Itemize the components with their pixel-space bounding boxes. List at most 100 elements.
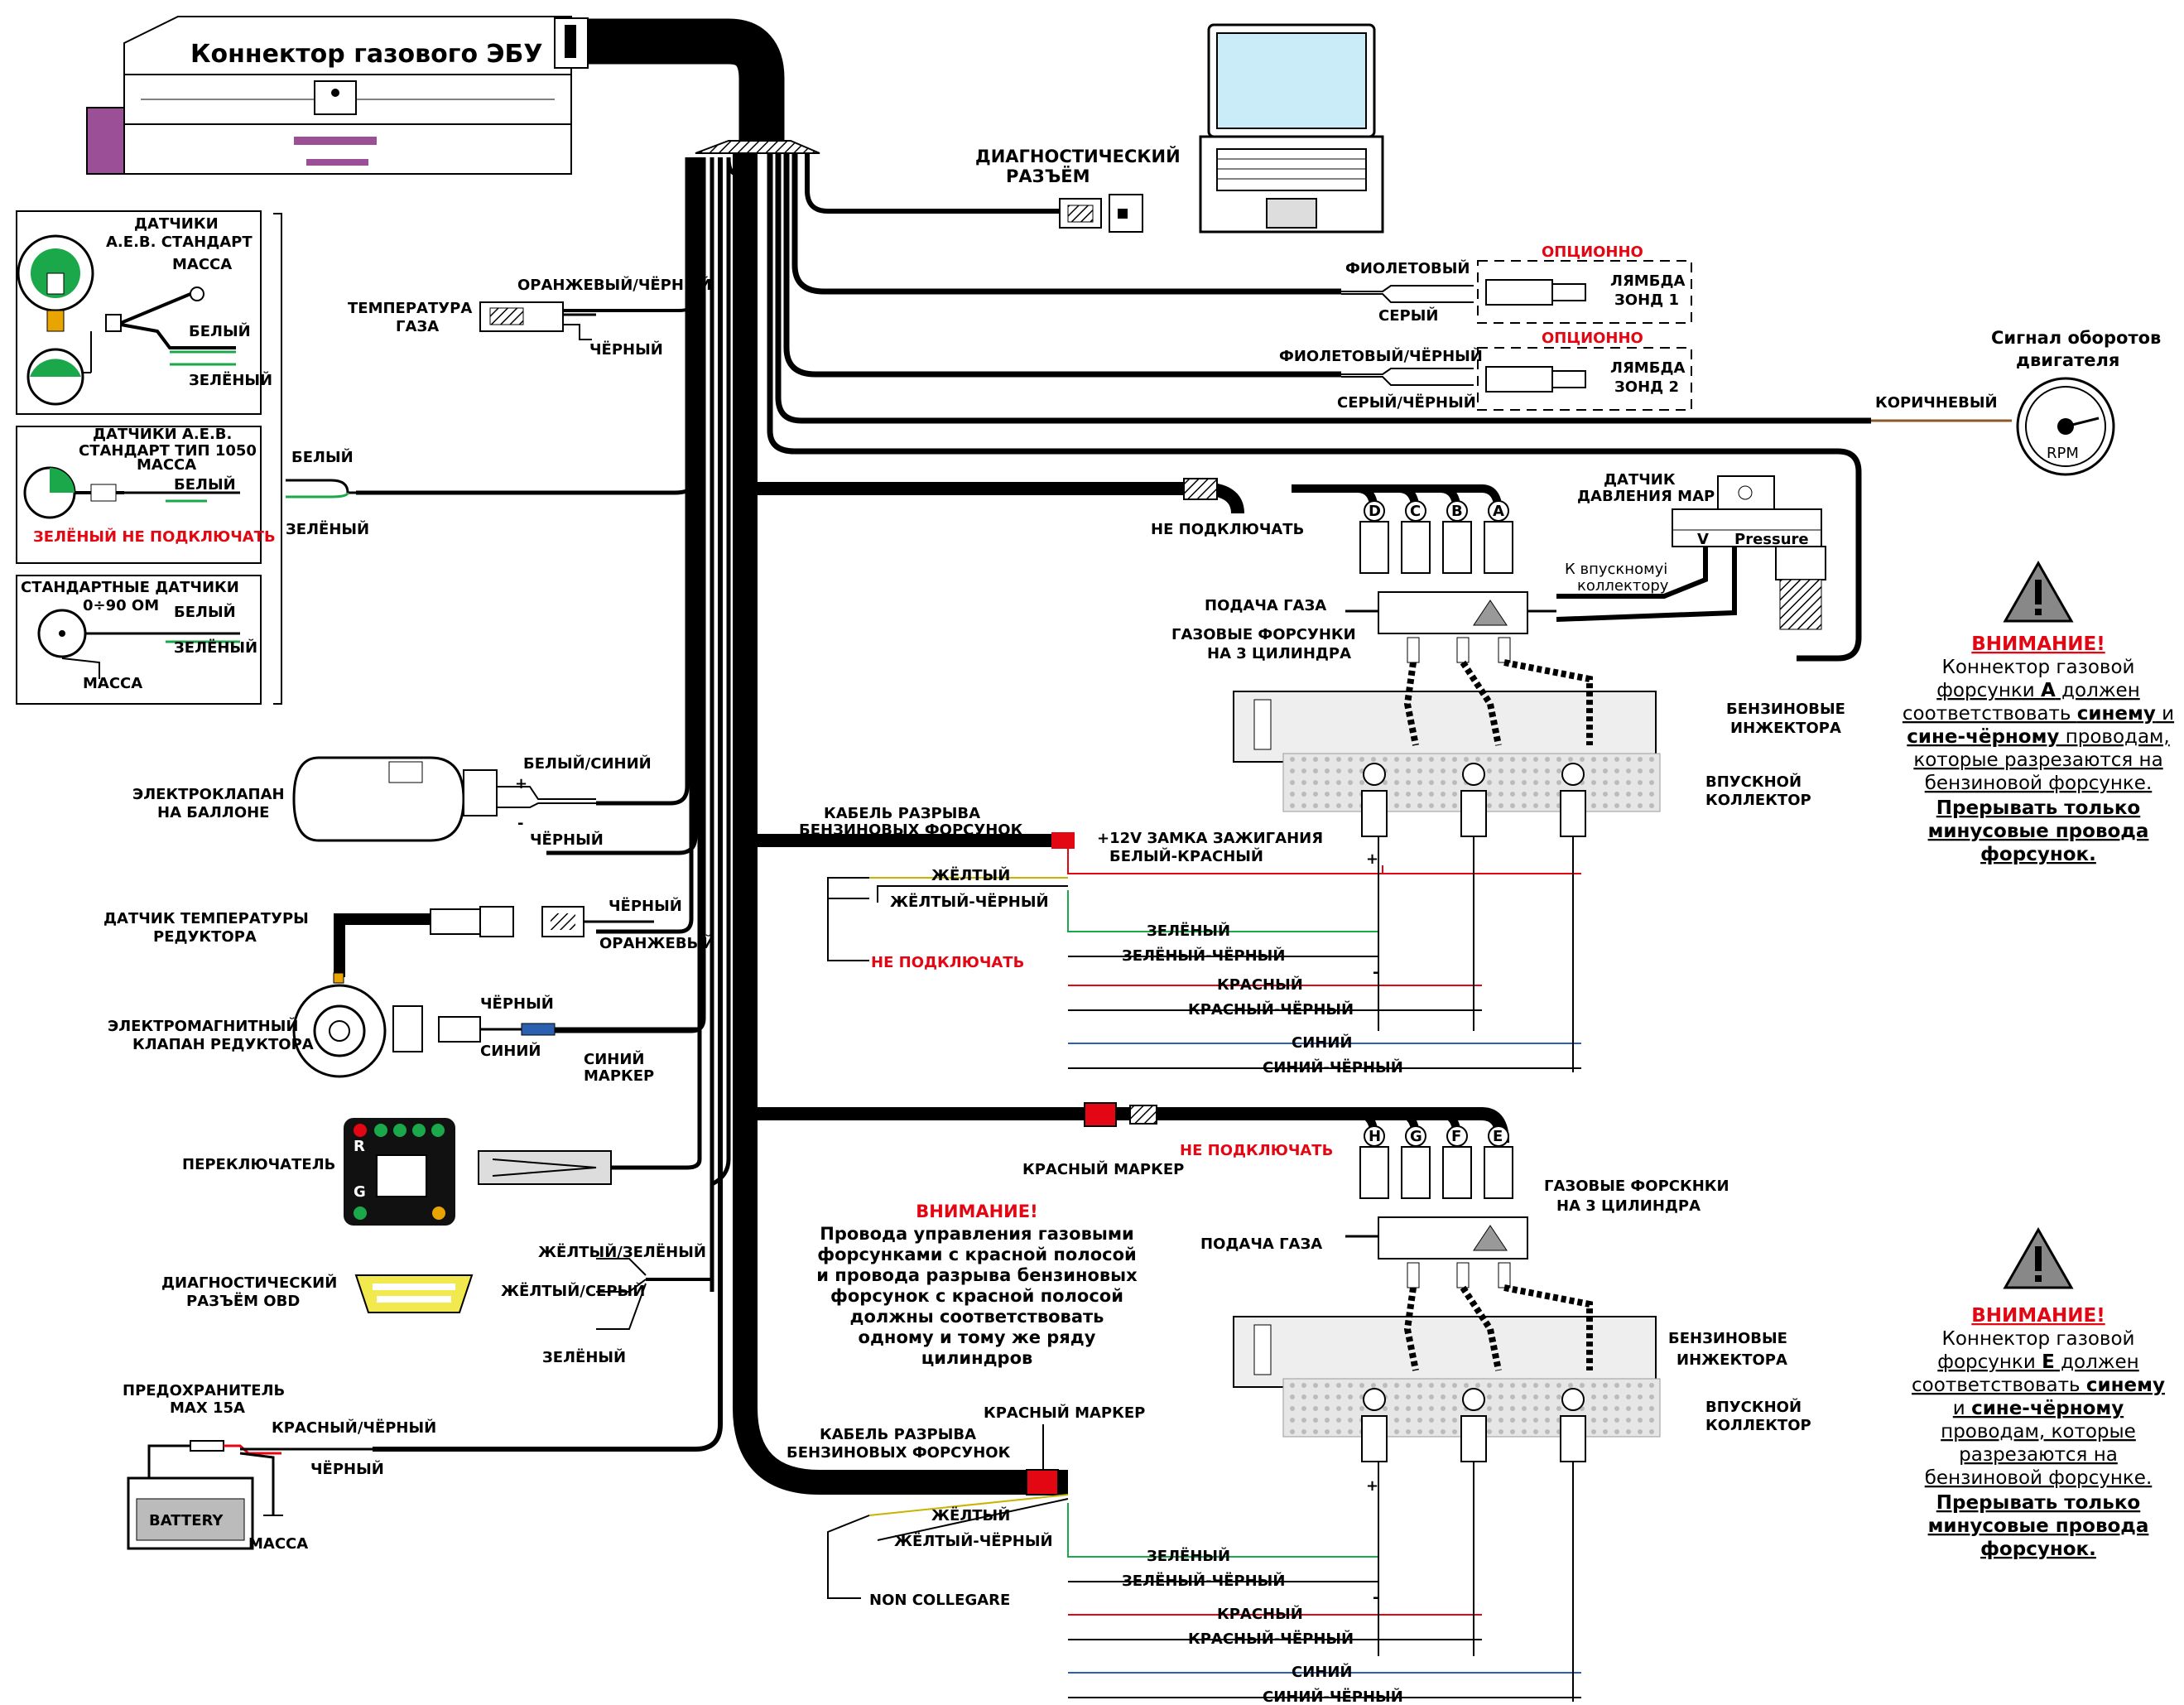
reducer-marker-1: СИНИЙ: [584, 1050, 644, 1068]
svg-text:форсунки A должен: форсунки A должен: [1936, 680, 2140, 701]
sensors-1050-title-1: ДАТЧИКИ А.Е.В.: [93, 426, 232, 443]
svg-text:сине-чёрному проводам,: сине-чёрному проводам,: [1907, 726, 2169, 748]
reducer-temp-title-2: РЕДУКТОРА: [153, 928, 257, 946]
bank2-letter-e: E: [1493, 1128, 1503, 1145]
switch-r: R: [354, 1138, 365, 1155]
fuel-switch: R G ПЕРЕКЛЮЧАТЕЛЬ: [182, 1118, 679, 1226]
warning-panel-2: ВНИМАНИЕ! Коннектор газовой форсунки E д…: [1912, 1226, 2165, 1560]
bank1-wire-4: КРАСНЫЙ: [1217, 975, 1303, 994]
map-to-manifold-2: коллектору: [1577, 577, 1669, 595]
warn2-l6: разрезаются на: [1959, 1444, 2118, 1466]
reducer: ДАТЧИК ТЕМПЕРАТУРЫ РЕДУКТОРА ЧЁРНЫЙ ОРАН…: [103, 897, 714, 1085]
bank1-wire-0: ЖЁЛТЫЙ: [931, 866, 1010, 884]
warn2-l2b: E: [2042, 1351, 2055, 1373]
tank-valve: ЭЛЕКТРОКЛАПАН НА БАЛЛОНЕ БЕЛЫЙ/СИНИЙ ЧЁР…: [132, 754, 652, 849]
bank2-wire-3: ЗЕЛЁНЫЙ-ЧЁРНЫЙ: [1122, 1572, 1285, 1590]
warn2-l1: Коннектор газовой: [1942, 1328, 2135, 1350]
bank2-cable-2: БЕНЗИНОВЫХ ФОРСУНОК: [787, 1444, 1011, 1462]
warn2-l8: Прерывать только: [1936, 1492, 2140, 1514]
svg-text:соответствовать синему и: соответствовать синему и: [1903, 703, 2174, 725]
reducer-valve-wire-1: ЧЁРНЫЙ: [480, 995, 554, 1013]
gas-temp-wire-2: ЧЁРНЫЙ: [589, 340, 663, 359]
sensors-aeb-massa: МАССА: [172, 256, 232, 273]
injector-bank-2: H G F E КРАСНЫЙ МАРКЕР НЕ ПОДКЛЮЧАТЬ ПОД…: [787, 1102, 1811, 1705]
bank2-letter-f: F: [1451, 1128, 1461, 1145]
lambda2-wire-1: ФИОЛЕТОВЫЙ/ЧЁРНЫЙ: [1279, 347, 1483, 365]
warning-panel-1: ВНИМАНИЕ! Коннектор газовой форсунки A д…: [1903, 560, 2174, 865]
bank1-plus: +: [1366, 850, 1378, 868]
reducer-marker-2: МАРКЕР: [584, 1067, 654, 1085]
bank2-wire-6: СИНИЙ: [1292, 1663, 1352, 1681]
bank1-letter-b: B: [1451, 503, 1463, 520]
warn1-l5: которые разрезаются на: [1913, 749, 2162, 771]
bank1-manifold-1: ВПУСКНОЙ: [1705, 773, 1802, 791]
battery-label: BATTERY: [149, 1512, 224, 1529]
lambda1-label-1: ЛЯМБДА: [1610, 272, 1685, 290]
center-warning: ВНИМАНИЕ! Провода управления газовыми фо…: [816, 1202, 1138, 1368]
bank2-gas-feed: ПОДАЧА ГАЗА: [1200, 1235, 1322, 1253]
bank1-cable-1: КАБЕЛЬ РАЗРЫВА: [824, 805, 980, 822]
sensors-aeb-white: БЕЛЫЙ: [189, 322, 251, 340]
sensors-std-green: ЗЕЛЁНЫЙ: [174, 638, 257, 657]
bank2-injectors-1: ГАЗОВЫЕ ФОРСКНКИ: [1544, 1178, 1729, 1195]
bank2-cable-1: КАБЕЛЬ РАЗРЫВА: [820, 1426, 976, 1443]
bank1-ign-wire: БЕЛЫЙ-КРАСНЫЙ: [1109, 847, 1263, 865]
center-warning-line-5: должны соответствовать: [850, 1307, 1104, 1327]
level-sensors: ДАТЧИКИ А.Е.В. СТАНДАРТ МАССА БЕЛЫЙ ЗЕЛЁ…: [16, 210, 369, 705]
diagnostic-connector: ДИАГНОСТИЧЕСКИЙ РАЗЪЁМ: [975, 146, 1181, 233]
level-wire-white: БЕЛЫЙ: [291, 448, 354, 466]
svg-text:форсунки E должен: форсунки E должен: [1937, 1351, 2138, 1373]
reducer-temp-title-1: ДАТЧИК ТЕМПЕРАТУРЫ: [103, 910, 309, 927]
warn1-l9: форсунок.: [1980, 844, 2096, 865]
sensors-1050-white: БЕЛЫЙ: [174, 475, 236, 494]
fuse-title-2: MAX 15A: [170, 1399, 245, 1417]
main-harness: [356, 18, 1871, 1495]
bank1-cable-2: БЕНЗИНОВЫХ ФОРСУНОК: [799, 821, 1023, 839]
gas-temp-title-1: ТЕМПЕРАТУРА: [348, 300, 472, 317]
warn1-l2a: форсунки: [1936, 680, 2041, 701]
gas-temp-sensor: ТЕМПЕРАТУРА ГАЗА ОРАНЖЕВЫЙ/ЧЁРНЫЙ ЧЁРНЫЙ: [348, 276, 712, 359]
sensors-std-title-1: СТАНДАРТНЫЕ ДАТЧИКИ: [21, 579, 239, 596]
center-warning-line-1: Провода управления газовыми: [820, 1224, 1133, 1244]
warn1-l4a: сине-чёрному: [1907, 726, 2059, 748]
bank1-petrol-2: ИНЖЕКТОРА: [1730, 720, 1841, 737]
center-warning-title: ВНИМАНИЕ!: [916, 1202, 1037, 1221]
bank2-letter-g: G: [1410, 1128, 1422, 1145]
bank1-letter-a: A: [1493, 503, 1504, 520]
warn2-l3a: соответствовать: [1912, 1375, 2086, 1396]
rpm-title-2: двигателя: [2016, 350, 2119, 370]
lambda1-optional: ОПЦИОННО: [1542, 243, 1643, 261]
center-warning-line-6: одному и тому же ряду: [859, 1327, 1096, 1347]
bank1-wire-7: СИНИЙ-ЧЁРНЫЙ: [1263, 1058, 1403, 1076]
rpm-dial: RPM: [2047, 445, 2079, 462]
bank2-injectors-2: НА 3 ЦИЛИНДРА: [1556, 1197, 1701, 1215]
sensors-std-massa: МАССА: [83, 675, 142, 692]
tank-valve-plus: +: [515, 775, 527, 792]
bank2-wire-0: ЖЁЛТЫЙ: [931, 1506, 1010, 1524]
lambda-sensors: ОПЦИОННО ФИОЛЕТОВЫЙ СЕРЫЙ ЛЯМБДА ЗОНД 1 …: [1279, 243, 1692, 412]
bank1-not-connect: НЕ ПОДКЛЮЧАТЬ: [1151, 521, 1304, 538]
bank2-manifold-1: ВПУСКНОЙ: [1705, 1398, 1802, 1416]
bank1-nc: НЕ ПОДКЛЮЧАТЬ: [871, 954, 1024, 971]
bank1-letter-c: C: [1410, 503, 1421, 520]
center-warning-line-3: и провода разрыва бензиновых: [816, 1265, 1138, 1285]
bank1-wire-3: ЗЕЛЁНЫЙ-ЧЁРНЫЙ: [1122, 946, 1285, 965]
map-title-2: ДАВЛЕНИЯ MAP: [1577, 488, 1715, 505]
injector-bank-1: D C B A НЕ ПОДКЛЮЧАТЬ ПОДАЧА ГАЗА ГАЗОВЫ…: [799, 478, 1845, 1076]
bank1-minus: -: [1373, 964, 1378, 981]
warn1-l7: Прерывать только: [1936, 797, 2140, 819]
map-sensor: V Pressure ДАТЧИК ДАВЛЕНИЯ MAP К впускно…: [1556, 471, 1826, 630]
diagnostic-connector-label-1: ДИАГНОСТИЧЕСКИЙ: [975, 146, 1181, 166]
sensors-1050-warning: ЗЕЛЁНЫЙ НЕ ПОДКЛЮЧАТЬ: [33, 527, 276, 546]
tank-valve-minus: -: [517, 815, 523, 832]
map-v: V: [1697, 531, 1709, 548]
bank1-wire-1: ЖЁЛТЫЙ-ЧЁРНЫЙ: [890, 893, 1049, 911]
bank2-petrol-1: БЕНЗИНОВЫЕ: [1668, 1330, 1787, 1347]
bank1-injectors-2: НА 3 ЦИЛИНДРА: [1207, 645, 1351, 662]
obd-wire-2: ЖЁЛТЫЙ/СЕРЫЙ: [501, 1282, 645, 1300]
bank1-wire-2: ЗЕЛЁНЫЙ: [1147, 922, 1230, 940]
warn1-l2c: должен: [2056, 680, 2140, 701]
bank2-wire-1: ЖЁЛТЫЙ-ЧЁРНЫЙ: [894, 1532, 1053, 1550]
warn2-l4b: сине-чёрному: [1971, 1398, 2124, 1419]
